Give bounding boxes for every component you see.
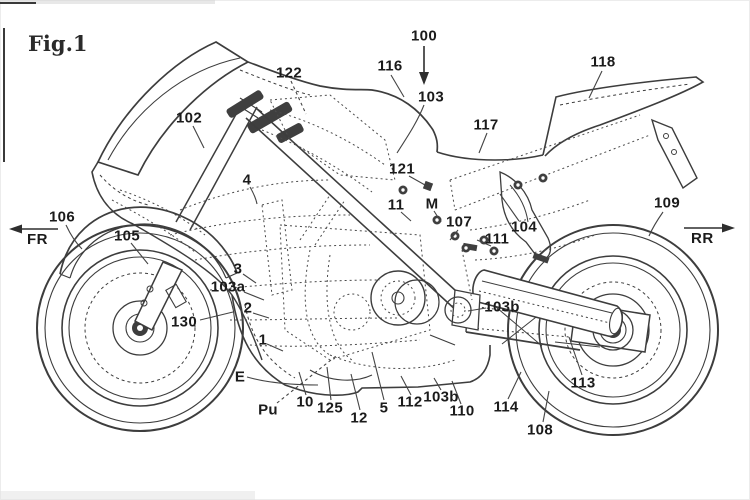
ref-100-arrow bbox=[419, 46, 429, 85]
front-direction-label: FR bbox=[27, 231, 48, 248]
bodywork bbox=[91, 41, 705, 396]
fasteners bbox=[398, 173, 550, 264]
handlebar bbox=[226, 90, 304, 143]
scan-artifact bbox=[0, 2, 36, 4]
leader-lines bbox=[65, 70, 664, 423]
scan-artifact bbox=[3, 28, 5, 162]
muffler bbox=[472, 269, 624, 337]
rr-direction-arrow bbox=[684, 223, 735, 233]
figure-label: Fig.1 bbox=[28, 31, 88, 56]
rear-wheel bbox=[507, 224, 719, 436]
front-fork bbox=[134, 97, 263, 332]
fr-direction-arrow bbox=[9, 224, 58, 234]
engine-internals bbox=[111, 94, 651, 369]
rear-direction-label: RR bbox=[691, 230, 714, 247]
front-wheel bbox=[36, 224, 244, 432]
scan-artifact bbox=[0, 491, 255, 500]
scan-artifact bbox=[0, 0, 215, 4]
front-fender bbox=[59, 206, 238, 279]
